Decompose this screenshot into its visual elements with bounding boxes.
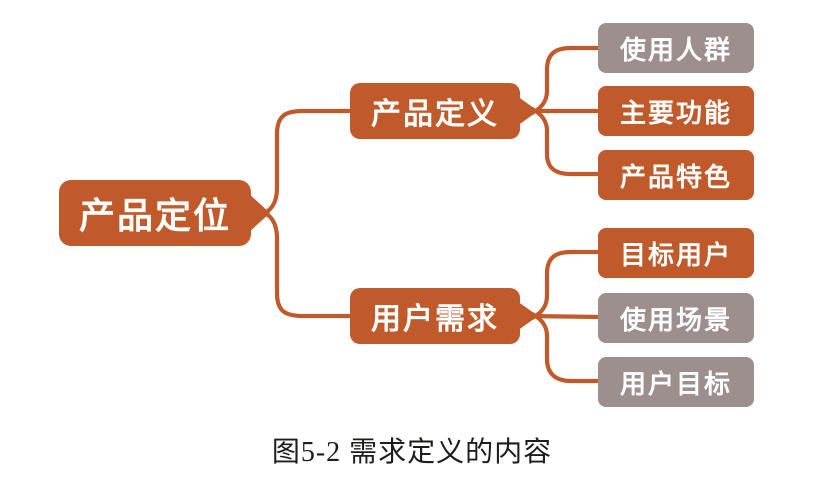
connector-needs-to-scenarios: [525, 313, 603, 320]
node-label: 主要功能: [619, 97, 732, 128]
root-node-pointer-icon: [248, 193, 270, 233]
node-label: 产品定位: [78, 195, 231, 236]
node-label: 用户目标: [619, 368, 732, 399]
needs-node-pointer-icon: [517, 301, 538, 331]
node-label: 目标用户: [619, 239, 732, 270]
node-usage-scenarios: 使用场景: [598, 293, 754, 343]
node-product-positioning: 产品定位: [59, 180, 251, 246]
node-label: 产品特色: [619, 161, 732, 192]
definition-node-pointer-icon: [517, 96, 538, 126]
node-product-features: 产品特色: [598, 150, 754, 200]
node-user-goals: 用户目标: [598, 357, 754, 407]
node-label: 使用人群: [619, 34, 732, 65]
node-label: 使用场景: [619, 304, 732, 335]
node-main-functions: 主要功能: [598, 86, 754, 136]
connector-root-to-needs: [255, 207, 355, 319]
node-product-definition: 产品定义: [350, 83, 520, 139]
node-label: 用户需求: [371, 303, 499, 336]
connector-root-to-definition: [255, 108, 355, 219]
node-target-users: 目标用户: [598, 228, 754, 278]
connector-definition-to-users: [525, 45, 603, 118]
node-user-groups: 使用人群: [598, 23, 754, 73]
connector-needs-to-goals: [525, 309, 603, 384]
connector-definition-to-features: [525, 104, 603, 177]
figure-caption: 图5-2 需求定义的内容: [271, 437, 553, 468]
node-user-needs: 用户需求: [350, 288, 520, 344]
node-label: 产品定义: [371, 98, 499, 131]
connector-needs-to-target-users: [525, 249, 603, 323]
